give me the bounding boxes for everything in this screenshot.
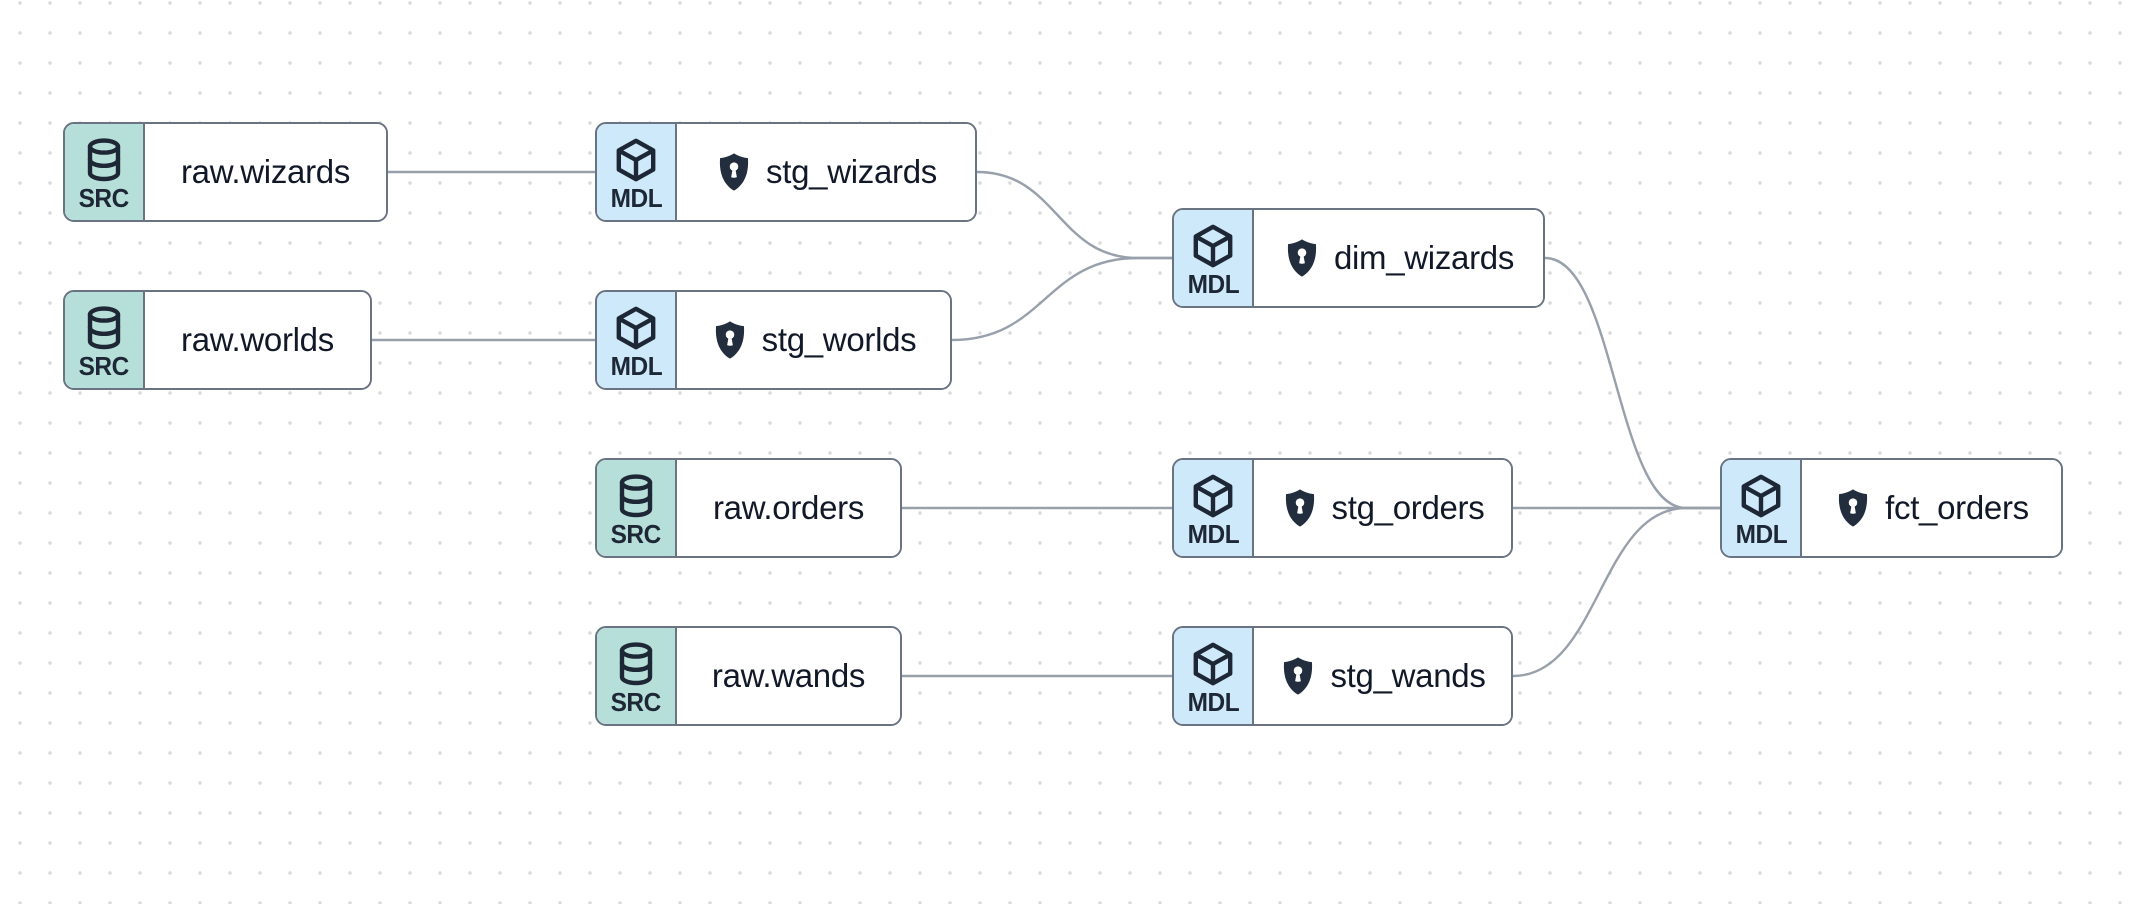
node-type-badge: SRC xyxy=(65,292,145,388)
cube-icon xyxy=(616,138,656,182)
edge-stg_worlds-to-dim_wizards xyxy=(950,256,1174,342)
node-type-label: SRC xyxy=(78,350,130,381)
database-icon xyxy=(87,138,121,182)
shield-icon xyxy=(1284,657,1313,695)
edge-dim_wizards-to-fct_orders xyxy=(1543,256,1722,510)
node-type-badge: MDL xyxy=(597,292,677,388)
node-body: raw.worlds xyxy=(145,292,370,388)
node-type-label: MDL xyxy=(1187,686,1239,717)
node-raw-wands[interactable]: SRC raw.wands xyxy=(595,626,902,726)
node-type-badge: MDL xyxy=(1174,460,1254,556)
node-type-badge: MDL xyxy=(597,124,677,220)
database-icon xyxy=(619,474,653,518)
node-title: raw.orders xyxy=(712,489,865,526)
node-stg-orders[interactable]: MDL stg_orders xyxy=(1172,458,1513,558)
node-body: raw.wizards xyxy=(145,124,386,220)
node-type-label: MDL xyxy=(1187,268,1239,299)
node-raw-orders[interactable]: SRC raw.orders xyxy=(595,458,902,558)
node-title: dim_wizards xyxy=(1333,239,1515,276)
node-type-badge: SRC xyxy=(65,124,145,220)
node-raw-wizards[interactable]: SRC raw.wizards xyxy=(63,122,388,222)
node-type-label: SRC xyxy=(610,686,662,717)
node-title: raw.wands xyxy=(711,657,866,694)
node-dim-wizards[interactable]: MDL dim_wizards xyxy=(1172,208,1545,308)
node-body: stg_wands xyxy=(1254,628,1511,724)
node-body: raw.orders xyxy=(677,460,900,556)
edge-stg_wizards-to-dim_wizards xyxy=(975,170,1174,260)
node-title: stg_wizards xyxy=(766,153,937,190)
node-title: raw.wizards xyxy=(180,153,351,190)
node-type-badge: MDL xyxy=(1174,210,1254,306)
node-body: fct_orders xyxy=(1802,460,2061,556)
cube-icon xyxy=(1193,642,1233,686)
node-type-label: SRC xyxy=(610,518,662,549)
node-stg-wands[interactable]: MDL stg_wands xyxy=(1172,626,1513,726)
shield-icon xyxy=(1287,239,1317,277)
node-body: dim_wizards xyxy=(1254,210,1543,306)
node-type-badge: SRC xyxy=(597,628,677,724)
node-type-badge: MDL xyxy=(1174,628,1254,724)
node-raw-worlds[interactable]: SRC raw.worlds xyxy=(63,290,372,390)
cube-icon xyxy=(1741,474,1781,518)
shield-icon xyxy=(1839,489,1868,527)
node-fct-orders[interactable]: MDL fct_orders xyxy=(1720,458,2063,558)
cube-icon xyxy=(616,306,656,350)
node-type-label: SRC xyxy=(78,182,130,213)
shield-icon xyxy=(715,321,744,359)
node-type-badge: SRC xyxy=(597,460,677,556)
node-body: stg_wizards xyxy=(677,124,975,220)
node-stg-worlds[interactable]: MDL stg_worlds xyxy=(595,290,952,390)
node-type-badge: MDL xyxy=(1722,460,1802,556)
node-type-label: MDL xyxy=(610,350,662,381)
node-title: raw.worlds xyxy=(181,321,334,358)
node-body: stg_worlds xyxy=(677,292,950,388)
node-title: stg_worlds xyxy=(761,321,917,358)
cube-icon xyxy=(1193,224,1233,268)
node-stg-wizards[interactable]: MDL stg_wizards xyxy=(595,122,977,222)
node-body: raw.wands xyxy=(677,628,900,724)
node-title: stg_orders xyxy=(1331,489,1485,526)
node-body: stg_orders xyxy=(1254,460,1511,556)
node-title: fct_orders xyxy=(1885,489,2029,526)
edge-stg_wands-to-fct_orders xyxy=(1511,506,1722,678)
database-icon xyxy=(619,642,653,686)
shield-icon xyxy=(1285,489,1314,527)
node-type-label: MDL xyxy=(1187,518,1239,549)
node-title: stg_wands xyxy=(1330,657,1486,694)
node-type-label: MDL xyxy=(610,182,662,213)
node-type-label: MDL xyxy=(1735,518,1787,549)
cube-icon xyxy=(1193,474,1233,518)
database-icon xyxy=(87,306,121,350)
shield-icon xyxy=(719,153,749,191)
